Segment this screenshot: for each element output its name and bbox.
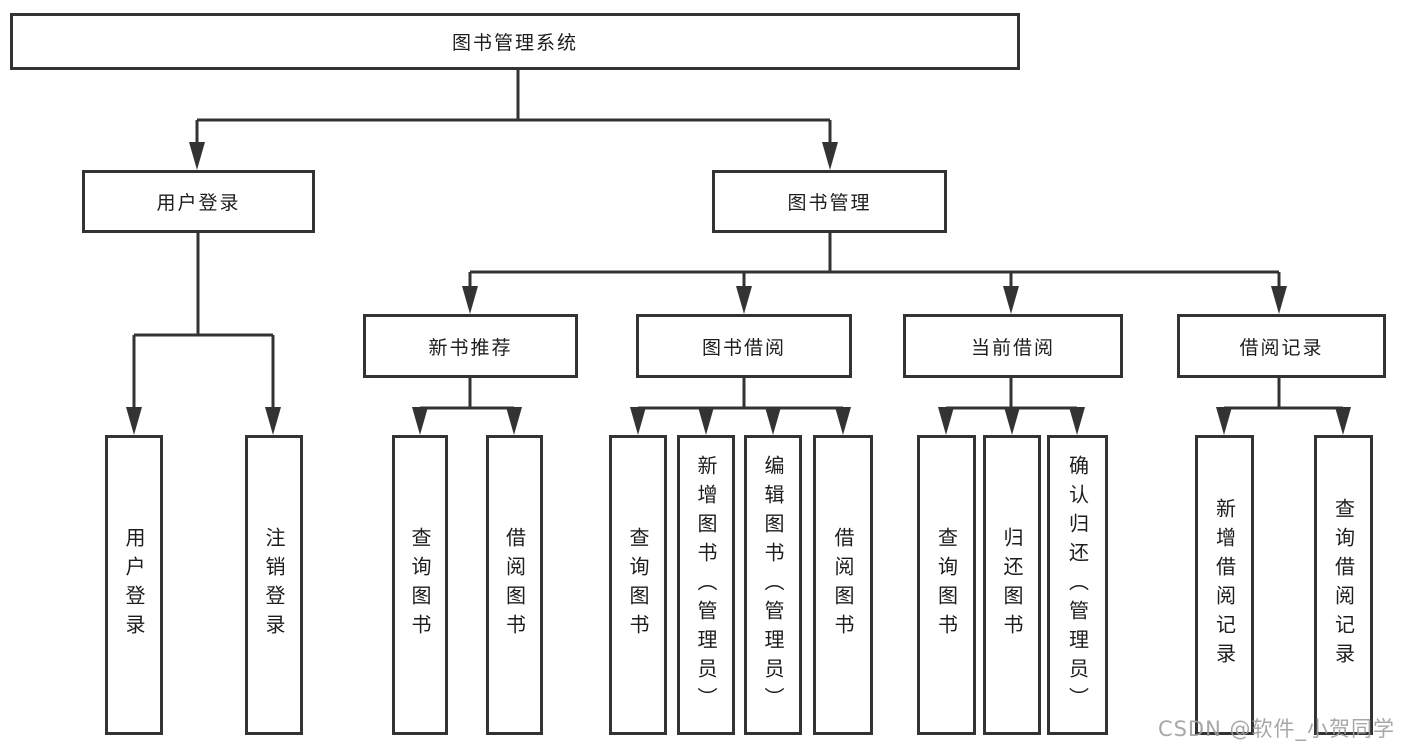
- leaf-borrow-query-books: 查询图书: [609, 435, 667, 735]
- leaf-borrow-add-books-admin-label: 新增图书（管理员）: [694, 454, 718, 716]
- leaf-records-query-record-label: 查询借阅记录: [1331, 498, 1356, 672]
- node-new-book-recommend-label: 新书推荐: [428, 336, 513, 359]
- leaf-current-return-books: 归还图书: [983, 435, 1041, 735]
- leaf-logout-label: 注销登录: [262, 527, 286, 643]
- leaf-current-confirm-return-admin-label: 确认归还（管理员）: [1065, 454, 1090, 716]
- leaf-borrow-borrow-books: 借阅图书: [813, 435, 873, 735]
- leaf-records-add-record: 新增借阅记录: [1195, 435, 1254, 735]
- leaf-records-query-record: 查询借阅记录: [1314, 435, 1373, 735]
- node-book-borrow: 图书借阅: [636, 314, 852, 378]
- leaf-borrow-borrow-books-label: 借阅图书: [831, 527, 855, 643]
- leaf-current-query-books: 查询图书: [917, 435, 976, 735]
- leaf-user-login-label: 用户登录: [122, 527, 146, 643]
- leaf-current-query-books-label: 查询图书: [934, 527, 959, 643]
- csdn-watermark: CSDN @软件_小贺同学: [1157, 717, 1395, 741]
- leaf-newbooks-query-books: 查询图书: [392, 435, 448, 735]
- node-book-borrow-label: 图书借阅: [701, 336, 786, 359]
- leaf-records-add-record-label: 新增借阅记录: [1212, 498, 1237, 672]
- leaf-borrow-edit-books-admin: 编辑图书（管理员）: [744, 435, 802, 735]
- leaf-logout: 注销登录: [245, 435, 303, 735]
- leaf-current-confirm-return-admin: 确认归还（管理员）: [1047, 435, 1108, 735]
- node-user-login: 用户登录: [82, 170, 315, 233]
- leaf-current-return-books-label: 归还图书: [1000, 527, 1024, 643]
- node-current-borrow-label: 当前借阅: [970, 336, 1055, 359]
- node-borrow-records-label: 借阅记录: [1239, 336, 1324, 359]
- leaf-newbooks-borrow-books: 借阅图书: [486, 435, 543, 735]
- leaf-borrow-query-books-label: 查询图书: [626, 527, 650, 643]
- leaf-user-login: 用户登录: [105, 435, 163, 735]
- leaf-borrow-edit-books-admin-label: 编辑图书（管理员）: [761, 454, 785, 716]
- node-user-login-label: 用户登录: [156, 192, 241, 214]
- leaf-borrow-add-books-admin: 新增图书（管理员）: [677, 435, 735, 735]
- node-borrow-records: 借阅记录: [1177, 314, 1386, 378]
- node-current-borrow: 当前借阅: [903, 314, 1123, 378]
- leaf-newbooks-borrow-books-label: 借阅图书: [502, 527, 527, 643]
- node-root-system: 图书管理系统: [10, 13, 1020, 70]
- arrowheads: [126, 142, 1351, 435]
- node-root-label: 图书管理系统: [451, 32, 578, 54]
- node-book-management-label: 图书管理: [787, 192, 872, 214]
- node-new-book-recommend: 新书推荐: [363, 314, 578, 378]
- leaf-newbooks-query-books-label: 查询图书: [408, 527, 432, 643]
- node-book-management: 图书管理: [712, 170, 947, 233]
